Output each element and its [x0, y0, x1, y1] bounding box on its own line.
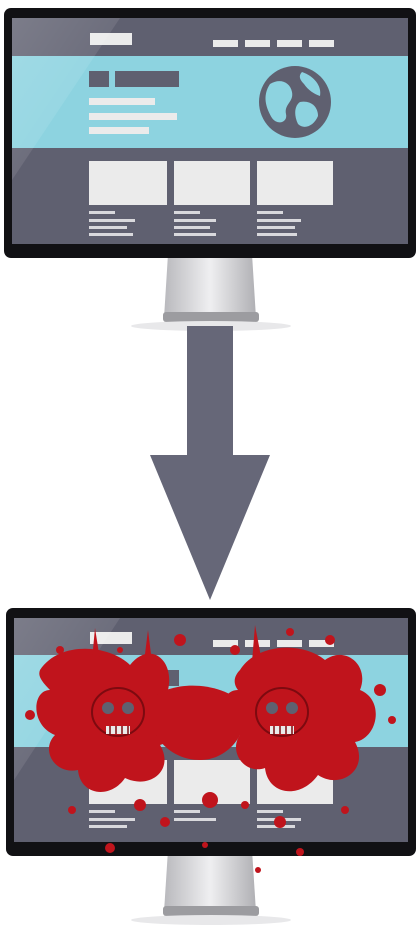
content-card — [257, 161, 333, 205]
monitor-top-screen — [12, 18, 408, 244]
hero-title-bar — [115, 71, 179, 87]
content-card — [174, 161, 250, 205]
header-nav-box — [245, 40, 270, 47]
monitor-top — [4, 8, 416, 331]
header-nav-box — [277, 40, 302, 47]
skull-left-icon — [92, 688, 144, 736]
hero-line — [89, 127, 149, 134]
monitor-top-stand — [131, 254, 291, 331]
content-card — [89, 161, 167, 205]
header-nav-box — [213, 40, 238, 47]
down-arrow-icon — [150, 326, 270, 600]
header-nav-box — [309, 40, 334, 47]
globe-icon — [259, 66, 331, 138]
skull-right-icon — [256, 688, 308, 736]
monitor-bottom-stand — [131, 850, 291, 925]
hero-square — [89, 71, 109, 87]
monitor-bottom — [6, 608, 416, 925]
hero-line — [89, 113, 177, 120]
hero-line — [89, 98, 155, 105]
